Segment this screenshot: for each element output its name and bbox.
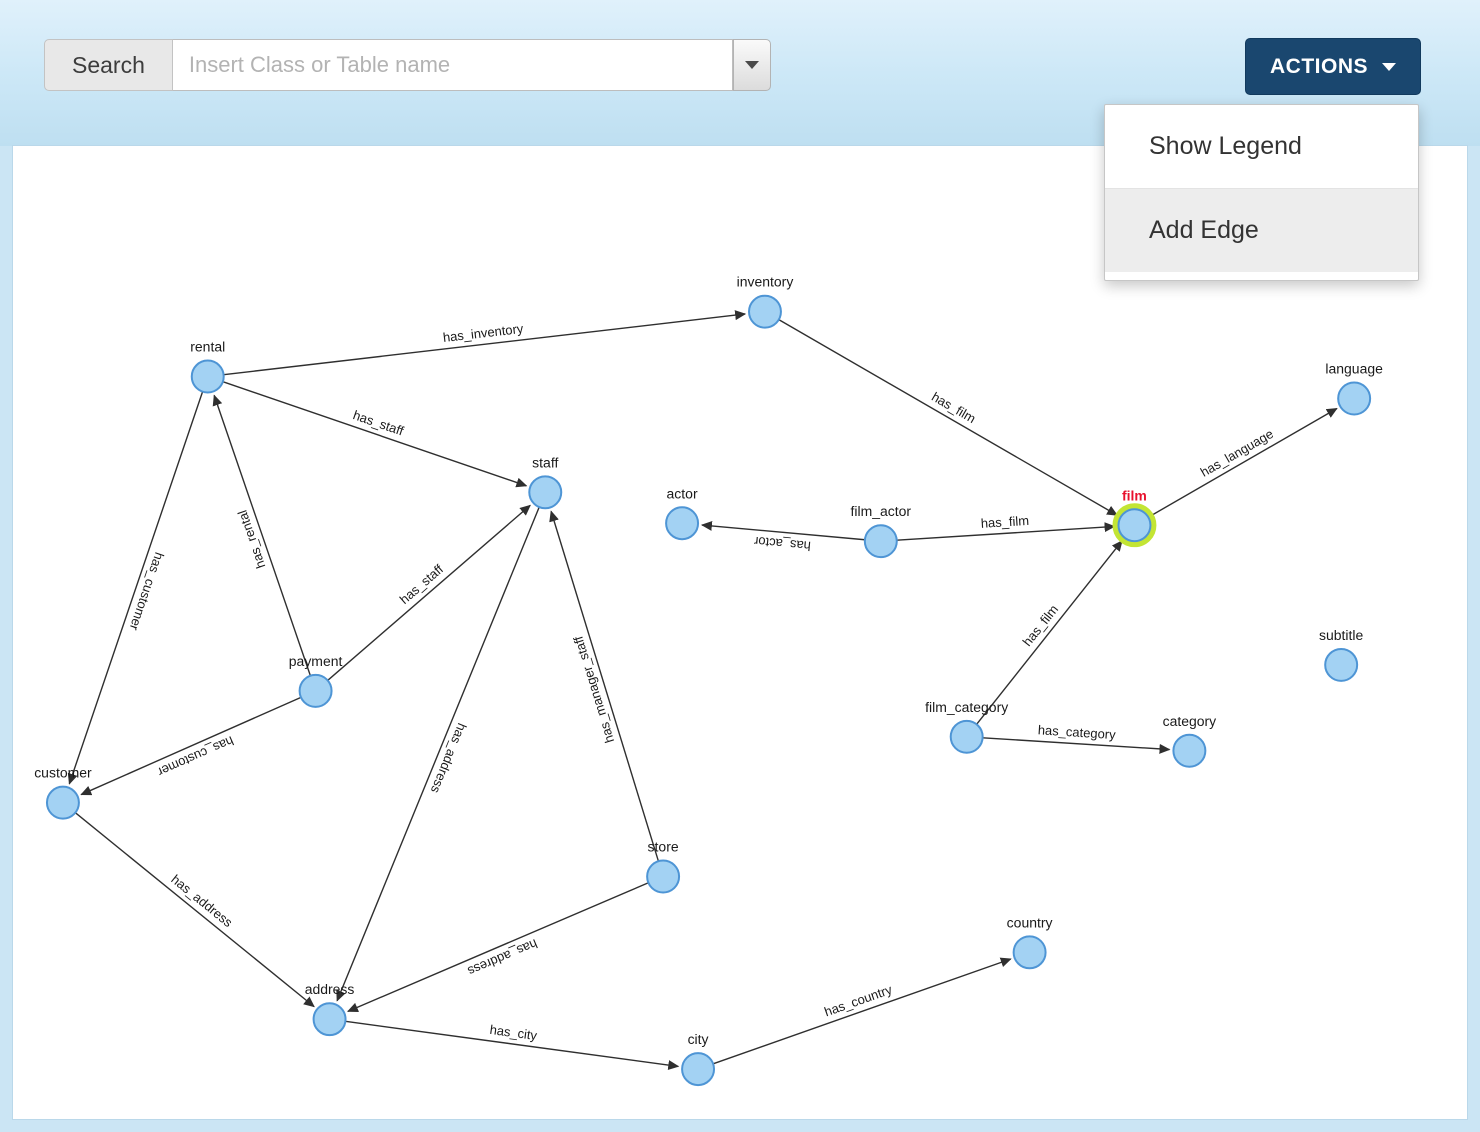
edge-payment-customer[interactable]: [80, 696, 302, 796]
edge-inventory-film[interactable]: [778, 319, 1119, 516]
menu-separator: [1105, 188, 1418, 189]
node-label-country: country: [1007, 914, 1053, 930]
edge-label-customer-address: has_address: [168, 872, 236, 931]
toolbar: Search ACTIONS: [0, 0, 1480, 146]
edge-city-country[interactable]: [712, 957, 1012, 1065]
node-inventory[interactable]: [747, 294, 782, 329]
menu-item-show-legend[interactable]: Show Legend: [1149, 132, 1302, 160]
node-label-category: category: [1163, 713, 1217, 729]
edge-film_category-film[interactable]: [976, 540, 1123, 725]
chevron-down-icon: [744, 61, 759, 69]
edge-label-film-language: has_language: [1198, 426, 1276, 480]
actions-menu: Show Legend Add Edge: [1104, 104, 1419, 281]
node-subtitle[interactable]: [1324, 647, 1359, 682]
search-label: Search: [44, 39, 173, 91]
node-actor[interactable]: [665, 506, 700, 541]
node-film[interactable]: [1117, 508, 1152, 543]
node-label-inventory: inventory: [737, 274, 794, 290]
node-city[interactable]: [681, 1052, 716, 1087]
node-label-film_category: film_category: [925, 699, 1008, 715]
graph-svg[interactable]: has_inventoryhas_filmhas_staffhas_custom…: [13, 146, 1467, 1119]
edge-label-rental-staff: has_staff: [351, 407, 406, 438]
node-payment[interactable]: [298, 673, 333, 708]
node-label-actor: actor: [667, 485, 698, 501]
node-label-city: city: [688, 1031, 709, 1047]
node-country[interactable]: [1012, 935, 1047, 970]
edge-film_category-category[interactable]: [982, 737, 1171, 754]
node-label-customer: customer: [34, 765, 92, 781]
edge-label-staff-address: has_address: [428, 721, 470, 796]
edge-address-city[interactable]: [345, 1020, 680, 1071]
node-store[interactable]: [646, 859, 681, 894]
edge-label-film_actor-film: has_film: [980, 513, 1029, 531]
node-staff[interactable]: [528, 475, 563, 510]
node-label-language: language: [1325, 361, 1383, 377]
node-label-staff: staff: [532, 454, 558, 470]
edge-film_actor-film[interactable]: [896, 522, 1116, 541]
edge-film_actor-actor[interactable]: [700, 520, 865, 541]
edge-label-film_actor-actor: has_actor: [753, 534, 812, 554]
node-language[interactable]: [1337, 381, 1372, 416]
edge-rental-inventory[interactable]: [223, 310, 747, 376]
node-film_category[interactable]: [949, 719, 984, 754]
node-film_actor[interactable]: [863, 524, 898, 559]
node-address[interactable]: [312, 1002, 347, 1037]
node-category[interactable]: [1172, 733, 1207, 768]
actions-button[interactable]: ACTIONS: [1245, 38, 1421, 95]
edge-label-rental-customer: has_customer: [126, 550, 167, 633]
edge-payment-rental[interactable]: [212, 394, 312, 677]
edge-customer-address[interactable]: [74, 812, 315, 1008]
menu-item-add-edge[interactable]: Add Edge: [1105, 189, 1418, 272]
edge-label-city-country: has_country: [822, 982, 894, 1020]
actions-button-label: ACTIONS: [1270, 54, 1368, 78]
node-label-address: address: [305, 981, 355, 997]
selected-node-ring: [1112, 503, 1157, 548]
edge-label-address-city: has_city: [489, 1022, 539, 1043]
node-label-subtitle: subtitle: [1319, 627, 1364, 643]
edge-rental-customer[interactable]: [67, 391, 204, 785]
edge-rental-staff[interactable]: [222, 381, 528, 488]
edge-store-address[interactable]: [347, 882, 649, 1013]
edge-label-store-address: has_address: [465, 936, 540, 979]
node-customer[interactable]: [45, 785, 80, 820]
node-label-film_actor: film_actor: [851, 503, 912, 519]
node-label-film: film: [1122, 487, 1147, 503]
edge-staff-address[interactable]: [336, 506, 540, 1002]
search-group: Search: [44, 39, 771, 91]
node-rental[interactable]: [190, 359, 225, 394]
edge-store-staff[interactable]: [549, 510, 660, 862]
chevron-down-icon: [1382, 62, 1396, 71]
node-label-rental: rental: [190, 339, 225, 355]
search-dropdown-button[interactable]: [732, 39, 771, 91]
node-label-store: store: [648, 839, 679, 855]
search-input[interactable]: [172, 39, 733, 91]
edge-film-language[interactable]: [1147, 407, 1338, 518]
node-label-payment: payment: [289, 653, 343, 669]
edge-label-film_category-category: has_category: [1037, 722, 1116, 742]
edge-payment-staff[interactable]: [327, 504, 531, 681]
